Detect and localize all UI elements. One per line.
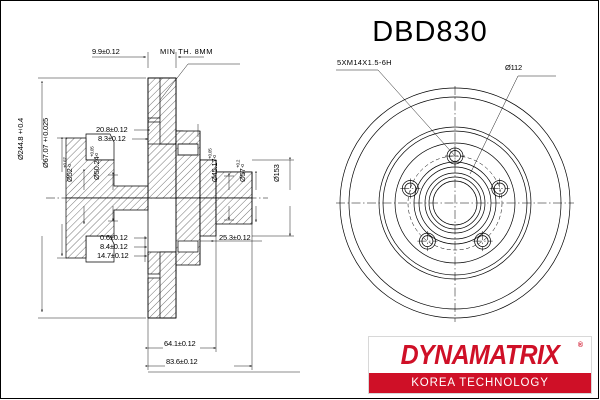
dim-bore-4517	[224, 173, 234, 221]
dim-label-bore-5024: Ø50.24+0.05-0	[89, 145, 101, 180]
dim-label-thread-spec: 5XM14X1.5-6H	[337, 58, 392, 67]
friction-ring-inner2	[382, 130, 528, 276]
dim-label-thickness: 9.9±0.12	[92, 47, 120, 56]
dim-label-hat-step-a: 20.8±0.12	[96, 125, 128, 134]
dim-length-836	[145, 224, 253, 370]
disc-outer-edge-inner	[348, 96, 562, 310]
dim-length-641	[145, 236, 217, 352]
dim-min-thickness-leader	[159, 63, 240, 101]
dim-label-bore-57: Ø57+0.2-0	[235, 160, 247, 182]
section-hub-body	[65, 137, 149, 259]
brand-name: DYNAMATRIX	[400, 338, 560, 371]
dim-label-bolt-circle: Ø112	[505, 63, 522, 72]
dim-thickness	[92, 52, 204, 68]
hub-bore-outer	[428, 176, 482, 230]
brand-logo-wordmark-area: DYNAMATRIX ®	[369, 337, 591, 373]
leader-thread-spec	[336, 69, 456, 157]
dim-inner-disc-diameter	[252, 157, 294, 237]
section-bolt-hole-upper	[177, 143, 199, 156]
dim-outer-diameter	[38, 77, 146, 319]
dim-small-stack	[134, 236, 148, 262]
dim-label-small-c: 14.7±0.12	[97, 251, 129, 260]
leader-bolt-circle	[469, 75, 556, 175]
bolt-hole-group	[400, 146, 510, 252]
dim-hat-steps	[132, 118, 199, 140]
brand-logo: DYNAMATRIX ® KOREA TECHNOLOGY	[368, 336, 592, 394]
dim-label-length-641: 64.1±0.12	[164, 339, 196, 348]
dim-hub-bore	[57, 137, 67, 259]
dim-offset-253	[200, 240, 262, 242]
dim-label-inner-disc-diameter: Ø153	[272, 164, 281, 182]
bolt-hole	[472, 231, 493, 252]
bolt-hole	[445, 146, 465, 166]
section-bolt-hole-lower	[177, 240, 199, 253]
dim-label-offset-253: 25.3±0.12	[219, 233, 251, 242]
dim-label-bore-52: Ø52+0.07-0	[62, 157, 74, 182]
bolt-hole	[417, 231, 438, 252]
hub-step-3	[424, 172, 486, 234]
disc-outer-edge	[339, 87, 571, 319]
friction-ring-inner	[378, 126, 532, 280]
dim-label-length-836: 83.6±0.12	[166, 357, 198, 366]
dim-bore-5024	[108, 172, 118, 222]
dim-label-min-thickness: MIN TH. 8MM	[160, 47, 214, 56]
bolt-hole	[489, 178, 510, 199]
brand-tagline-bar: KOREA TECHNOLOGY	[369, 373, 591, 393]
bolt-hole	[400, 178, 421, 199]
dim-label-hat-step-b: 8.3±0.12	[98, 134, 126, 143]
hub-bore-inner	[432, 180, 478, 226]
dim-label-small-b: 8.4±0.12	[100, 242, 128, 251]
dim-label-small-a: 0.6±0.12	[100, 233, 128, 242]
dim-label-hub-bore: Ø67.07±0.025	[41, 118, 50, 168]
dim-label-bore-4517: Ø45.17+0.05-0	[207, 147, 219, 182]
hat-outer	[394, 142, 516, 264]
registered-trademark-icon: ®	[577, 342, 583, 349]
dim-label-outer-diameter: Ø244.8±0.4	[16, 117, 25, 160]
cross-section-view	[38, 52, 300, 373]
section-lower-detail	[147, 197, 253, 319]
brand-tagline: KOREA TECHNOLOGY	[411, 377, 549, 389]
hub-step-2	[418, 166, 492, 240]
face-view	[336, 69, 574, 322]
page-title: DBD830	[372, 16, 488, 48]
